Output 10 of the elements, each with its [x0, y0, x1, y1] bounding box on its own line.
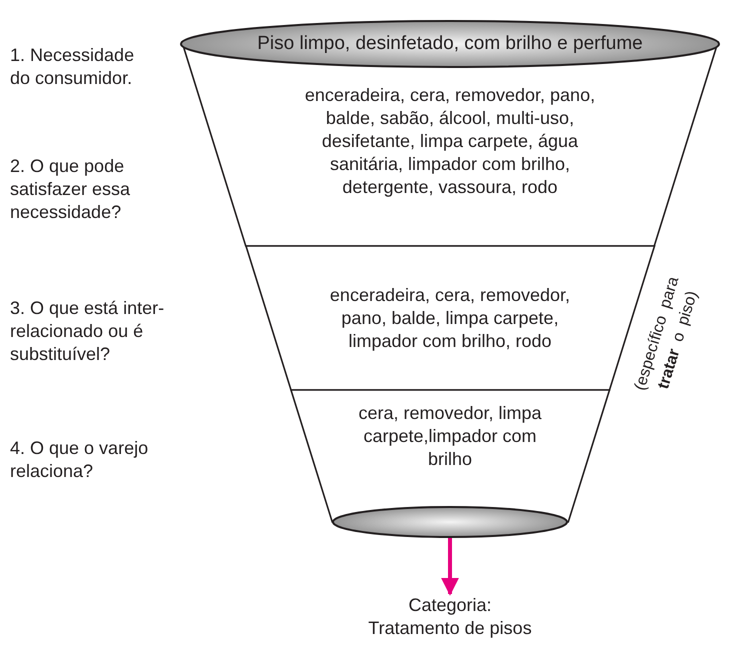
product-list: enceradeira, cera, removedor, pano, balde, sabão, álcool, multi-uso, desifetante, limpa carpete, água sanitária, limpador com brilho, detergente, vassoura, rodo: [294, 84, 606, 199]
category-label: Categoria: Tratamento de pisos: [367, 594, 533, 640]
question-label: 4. O que o varejo relaciona?: [10, 437, 150, 483]
arrow: [441, 538, 459, 596]
question-label: 2. O que pode satisfazer essa necessidade?: [10, 155, 132, 224]
question-label: 1. Necessidade do consumidor.: [10, 44, 136, 90]
need-label: Piso limpo, desinfetado, com brilho e perfume: [256, 32, 644, 55]
product-list: enceradeira, cera, removedor, pano, balde, limpa carpete, limpador com brilho, rodo: [305, 284, 595, 353]
question-label: 3. O que está inter-relacionado ou é substituível?: [10, 297, 166, 366]
product-list: cera, removedor, limpa carpete,limpador com brilho: [348, 402, 552, 471]
